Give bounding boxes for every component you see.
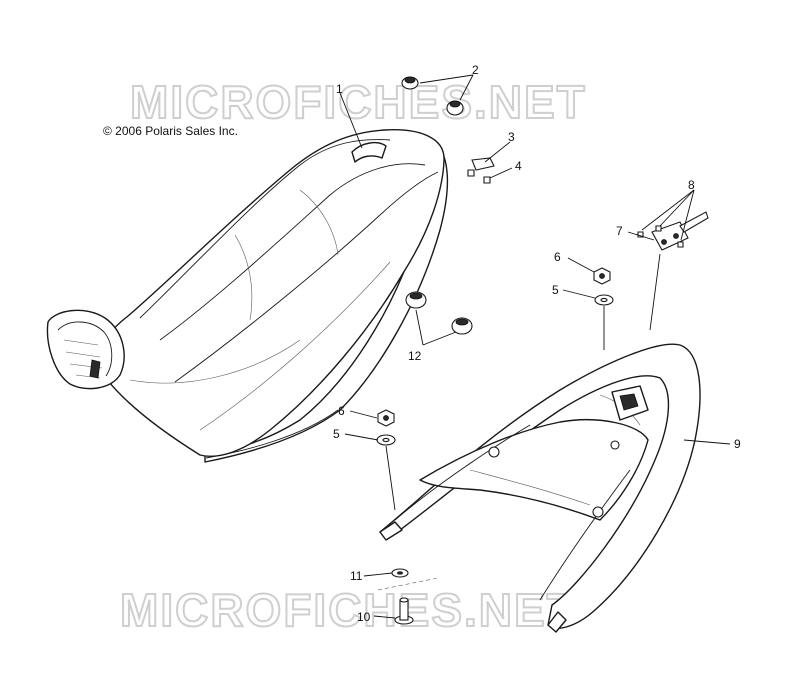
washer-5a [594, 294, 614, 306]
grommet-2a [401, 76, 419, 90]
rear-frame-part [379, 343, 701, 633]
callout-4: 4 [515, 159, 522, 173]
screw-8b [655, 225, 662, 232]
bolt-10 [394, 597, 414, 625]
grommet-2b [446, 100, 464, 116]
screw-4b [483, 176, 491, 184]
callout-6b: 6 [338, 404, 345, 418]
nut-6a [593, 267, 611, 285]
seat-part [46, 129, 449, 463]
callout-5b: 5 [333, 427, 340, 441]
callout-9: 9 [734, 437, 741, 451]
callout-3: 3 [508, 130, 515, 144]
nut-6b [377, 409, 395, 427]
screw-8c [677, 241, 684, 248]
screw-4a [467, 169, 475, 177]
clip-3 [471, 157, 495, 171]
callout-5a: 5 [552, 283, 559, 297]
callout-11: 11 [350, 569, 363, 583]
callout-10: 10 [357, 610, 371, 624]
callout-1: 1 [336, 82, 343, 96]
leader-lines [339, 74, 731, 619]
callout-7: 7 [616, 224, 623, 238]
callout-8: 8 [688, 178, 695, 192]
washer-11 [391, 568, 409, 578]
copyright-notice: © 2006 Polaris Sales Inc. [103, 124, 238, 138]
washer-5b [376, 434, 396, 446]
grommet-12a [405, 291, 427, 309]
callout-6a: 6 [554, 250, 561, 264]
callout-12: 12 [408, 349, 422, 363]
watermark-top: MICROFICHES.NET [130, 76, 587, 128]
grommet-12b [451, 317, 473, 335]
callout-2: 2 [472, 63, 479, 77]
watermark-bottom: MICROFICHES.NET [120, 584, 577, 636]
